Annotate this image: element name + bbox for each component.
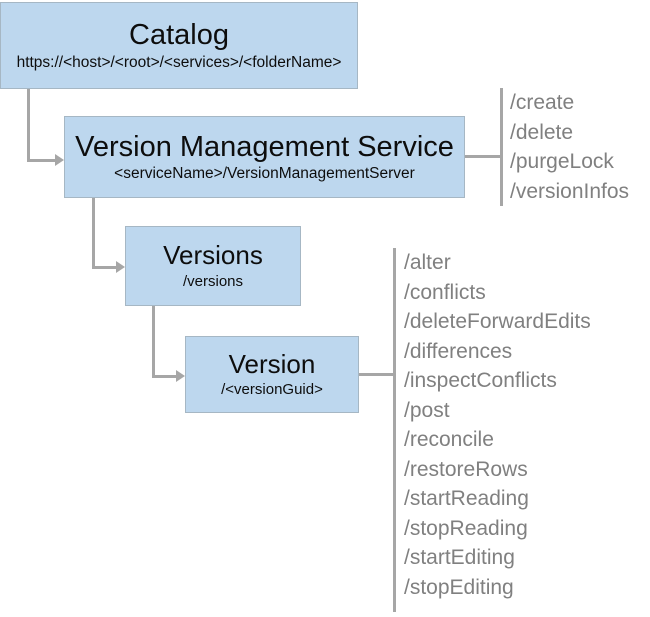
operation-item[interactable]: /purgeLock — [510, 150, 614, 173]
connector-catalog-to-vms-vertical — [27, 89, 30, 162]
connector-version-to-operations — [359, 373, 395, 376]
operation-item[interactable]: /startEditing — [404, 546, 515, 569]
vms-operation-list: /create /delete /purgeLock /versionInfos — [510, 88, 629, 206]
node-catalog-title: Catalog — [129, 18, 229, 51]
node-versions-title: Versions — [163, 240, 263, 271]
operation-item[interactable]: /deleteForwardEdits — [404, 310, 591, 333]
operation-item[interactable]: /restoreRows — [404, 457, 528, 481]
operation-item[interactable]: /create — [510, 91, 575, 114]
node-versions-subtitle: /versions — [182, 272, 244, 290]
operation-item[interactable]: /alter — [404, 251, 451, 274]
node-version[interactable]: Version /<versionGuid> — [185, 336, 359, 413]
arrowhead-versions-to-version — [176, 370, 185, 382]
connector-versions-to-version-vertical — [152, 306, 155, 378]
operation-list-bar-version — [393, 248, 396, 612]
operation-item[interactable]: /reconcile — [404, 428, 494, 451]
operation-item[interactable]: /stopEditing — [404, 575, 514, 599]
connector-catalog-to-vms-horizontal — [27, 159, 57, 162]
node-version-management-service-subtitle: <serviceName>/VersionManagementServer — [114, 165, 415, 183]
operation-item[interactable]: /startReading — [404, 487, 529, 510]
node-version-title: Version — [228, 348, 316, 379]
connector-vms-to-operations — [465, 155, 502, 158]
node-version-management-service[interactable]: Version Management Service <serviceName>… — [64, 116, 465, 198]
operation-item[interactable]: /differences — [404, 339, 513, 363]
version-operation-list: /alter /conflicts /deleteForwardEdits /d… — [404, 248, 591, 602]
connector-vms-to-versions-horizontal — [92, 266, 118, 269]
node-versions[interactable]: Versions /versions — [125, 226, 301, 306]
operation-item[interactable]: /delete — [510, 120, 574, 144]
node-catalog[interactable]: Catalog https://<host>/<root>/<services>… — [0, 2, 358, 89]
arrowhead-vms-to-versions — [116, 261, 125, 273]
operation-item[interactable]: /stopReading — [404, 516, 528, 540]
operation-item[interactable]: /inspectConflicts — [404, 369, 557, 392]
node-version-subtitle: /<versionGuid> — [221, 381, 323, 399]
arrowhead-catalog-to-vms — [55, 154, 64, 166]
node-catalog-subtitle: https://<host>/<root>/<services>/<folder… — [16, 54, 342, 72]
connector-vms-to-versions-vertical — [92, 198, 95, 269]
operation-item[interactable]: /versionInfos — [510, 179, 630, 203]
node-version-management-service-title: Version Management Service — [75, 130, 454, 163]
operation-list-bar-vms — [500, 88, 503, 206]
connector-versions-to-version-horizontal — [152, 375, 178, 378]
operation-item[interactable]: /conflicts — [404, 280, 486, 304]
operation-item[interactable]: /post — [404, 398, 450, 422]
